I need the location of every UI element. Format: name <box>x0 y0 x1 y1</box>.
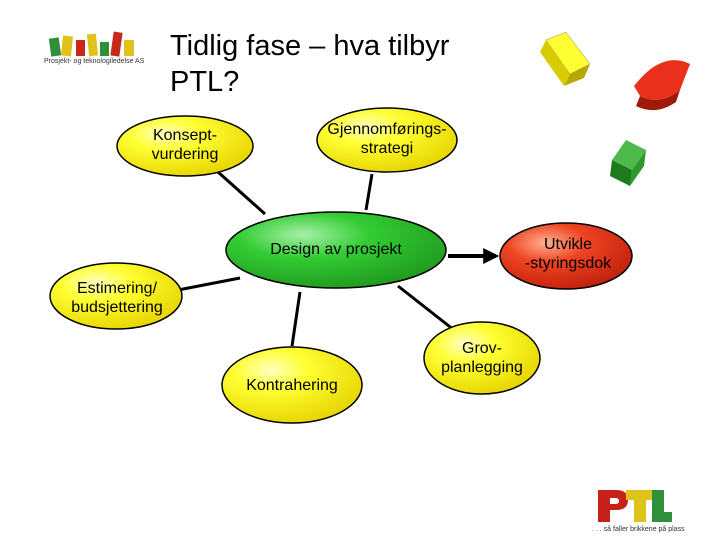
yellow-block-icon <box>540 32 590 86</box>
connector-grov <box>398 286 454 330</box>
connector-kontrahering <box>292 292 300 346</box>
node-kontrahering-label: Kontrahering <box>222 376 362 395</box>
red-block-icon <box>634 60 690 110</box>
node-konsept-label: Konsept- vurdering <box>120 126 250 164</box>
connector-konsept <box>218 172 265 214</box>
ptl-logo-tagline: . . . så faller brikkene på plass <box>592 526 685 533</box>
ptl-logo-icon <box>598 490 672 522</box>
green-block-icon <box>610 140 646 186</box>
connector-gjennomforing <box>366 174 372 210</box>
node-estimering-label: Estimering/ budsjettering <box>54 279 180 317</box>
node-gjennomforing-label: Gjennomførings- strategi <box>312 120 462 158</box>
connector-estimering <box>178 278 240 290</box>
node-design-label: Design av prosjekt <box>240 240 432 259</box>
node-utvikle-label: Utvikle -styringsdok <box>508 235 628 273</box>
node-grov-label: Grov- planlegging <box>424 339 540 377</box>
